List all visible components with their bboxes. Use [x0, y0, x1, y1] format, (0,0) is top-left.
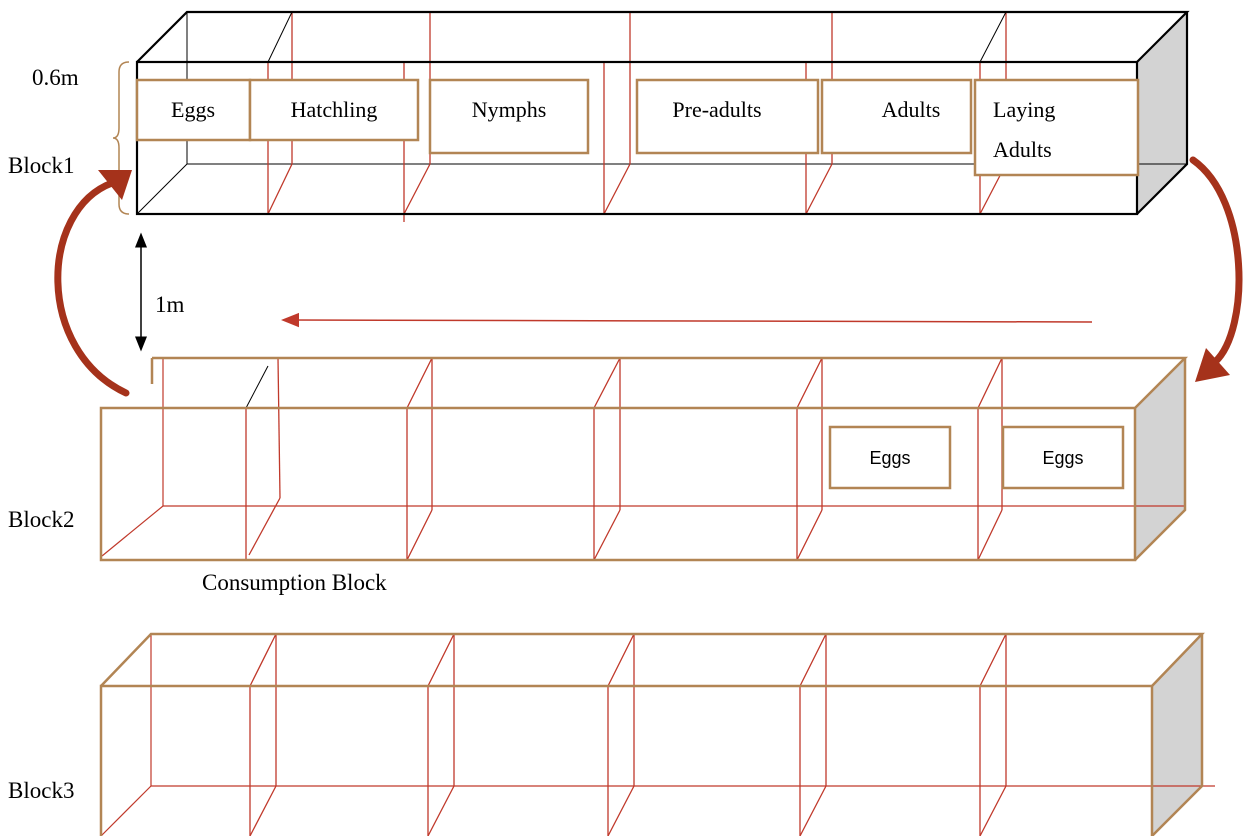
stage-hatchling: Hatchling — [291, 97, 378, 122]
block2-dividers — [245, 357, 1003, 561]
stage-laying: Laying — [993, 97, 1055, 122]
gap-label: 1m — [155, 292, 185, 317]
stage-nymphs: Nymphs — [472, 97, 547, 122]
block2-eggs-2: Eggs — [1042, 448, 1083, 468]
block2: Eggs Eggs — [99, 356, 1189, 562]
block2-egg-boxes — [828, 425, 1125, 490]
block1-stage-boxes — [135, 78, 1140, 177]
flow-arrow — [281, 312, 1093, 328]
block1-label: Block1 — [8, 153, 74, 178]
stage-adults: Adults — [882, 97, 941, 122]
block2-eggs-1: Eggs — [869, 448, 910, 468]
block1: Eggs Hatchling Nymphs Pre-adults Adults … — [135, 10, 1190, 222]
block3-label: Block3 — [8, 778, 74, 803]
height-brace — [112, 61, 130, 215]
block3-dividers — [249, 633, 1007, 836]
stage-laying-adults: Adults — [993, 137, 1052, 162]
block2-label: Block2 — [8, 507, 74, 532]
consumption-block-label: Consumption Block — [202, 570, 387, 595]
height-label: 0.6m — [32, 65, 79, 90]
stage-pre-adults: Pre-adults — [672, 97, 761, 122]
block3-side-shade — [1152, 634, 1202, 836]
block2-outline — [99, 356, 1189, 562]
curved-arrow-right — [1189, 156, 1243, 382]
block3 — [99, 632, 1215, 836]
stage-eggs: Eggs — [171, 97, 215, 122]
block3-outline — [99, 632, 1205, 836]
curved-arrow-left — [54, 170, 132, 397]
block1-side-shade — [1137, 12, 1187, 214]
block2-side-shade — [1135, 358, 1185, 560]
